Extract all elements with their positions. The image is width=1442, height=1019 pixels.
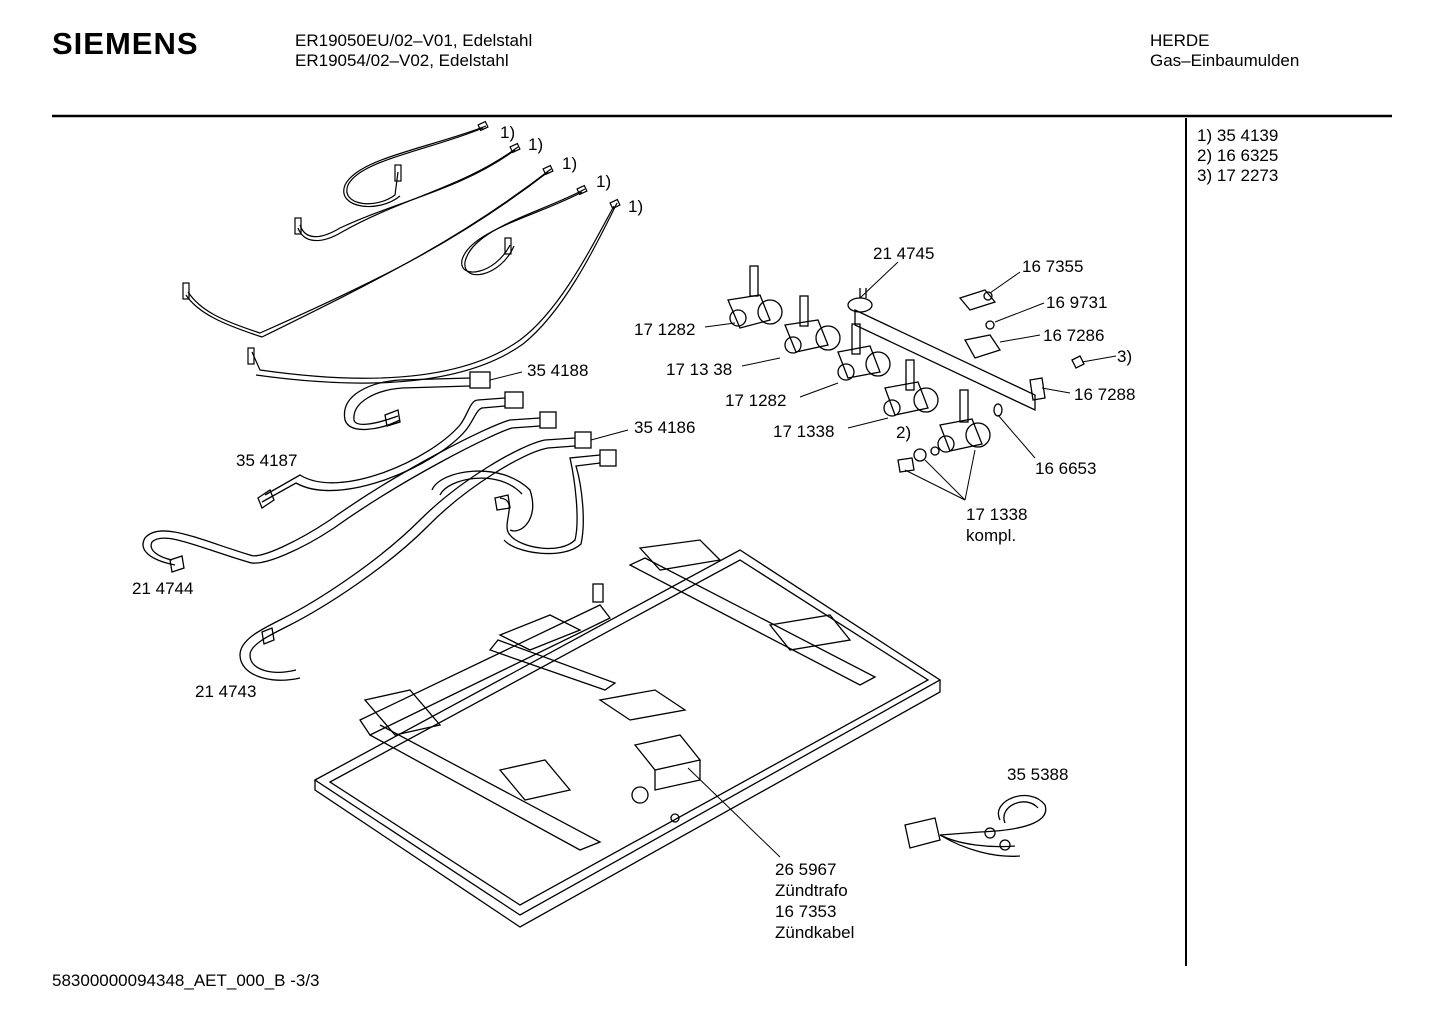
gas-valve — [883, 359, 939, 417]
part-label: 16 7288 — [1074, 385, 1136, 404]
part-desc: Zündtrafo — [775, 881, 848, 900]
callout-ref-1: 1) — [500, 123, 516, 142]
part-label: 17 1338 — [966, 505, 1028, 524]
callout-ref-1: 1) — [596, 172, 612, 191]
hob-tray — [313, 539, 942, 928]
part-label: 26 5967 — [775, 860, 837, 879]
part-desc: Zündkabel — [775, 923, 855, 942]
leader-lines — [489, 261, 1117, 858]
subcategory: Gas–Einbaumulden — [1150, 51, 1300, 70]
part-label: 35 4187 — [236, 451, 298, 470]
callout-ref-2: 2) — [896, 423, 912, 442]
gas-valve — [937, 389, 991, 453]
mains-cable — [904, 794, 1047, 857]
gas-pipes — [142, 371, 617, 681]
part-label-kompl: kompl. — [966, 526, 1017, 545]
part-label: 35 5388 — [1007, 765, 1069, 784]
part-label: 16 7355 — [1022, 257, 1084, 276]
category-info: HERDE Gas–Einbaumulden — [1150, 31, 1299, 71]
thermocouple-lines — [182, 120, 621, 384]
callout-ref-1: 1) — [528, 135, 544, 154]
part-label: 16 9731 — [1046, 293, 1108, 312]
valve-manifold-assembly — [727, 265, 1085, 473]
part-label: 16 7286 — [1043, 326, 1105, 345]
part-label: 16 6653 — [1035, 459, 1097, 478]
model-line-2: ER19054/02–V02, Edelstahl — [295, 51, 509, 70]
part-label: 21 4743 — [195, 682, 257, 701]
part-label: 35 4188 — [527, 361, 589, 380]
part-label: 21 4744 — [132, 579, 194, 598]
model-line-1: ER19050EU/02–V01, Edelstahl — [295, 31, 533, 50]
part-label: 17 1338 — [773, 422, 835, 441]
callout-ref-1: 1) — [562, 154, 578, 173]
category: HERDE — [1150, 31, 1210, 50]
legend-row: 1) 35 4139 — [1197, 126, 1279, 145]
callout-ref-3: 3) — [1117, 347, 1133, 366]
gas-valve — [784, 295, 841, 354]
gas-valve — [837, 323, 891, 381]
legend: 1) 35 4139 2) 16 6325 3) 17 2273 — [1197, 126, 1278, 186]
part-label: 16 7353 — [775, 902, 837, 921]
part-label: 35 4186 — [634, 418, 696, 437]
part-label: 17 1282 — [634, 320, 696, 339]
legend-row: 3) 17 2273 — [1197, 166, 1279, 185]
document-id: 58300000094348_AET_000_B -3/3 — [52, 971, 320, 990]
brand-logo: SIEMENS — [52, 26, 199, 61]
legend-row: 2) 16 6325 — [1197, 146, 1279, 165]
model-info: ER19050EU/02–V01, Edelstahl ER19054/02–V… — [295, 31, 532, 71]
gas-valve — [727, 265, 783, 329]
part-label: 17 1282 — [725, 391, 787, 410]
part-label: 17 13 38 — [666, 360, 733, 379]
callout-ref-1: 1) — [628, 197, 644, 216]
part-label: 21 4745 — [873, 244, 935, 263]
